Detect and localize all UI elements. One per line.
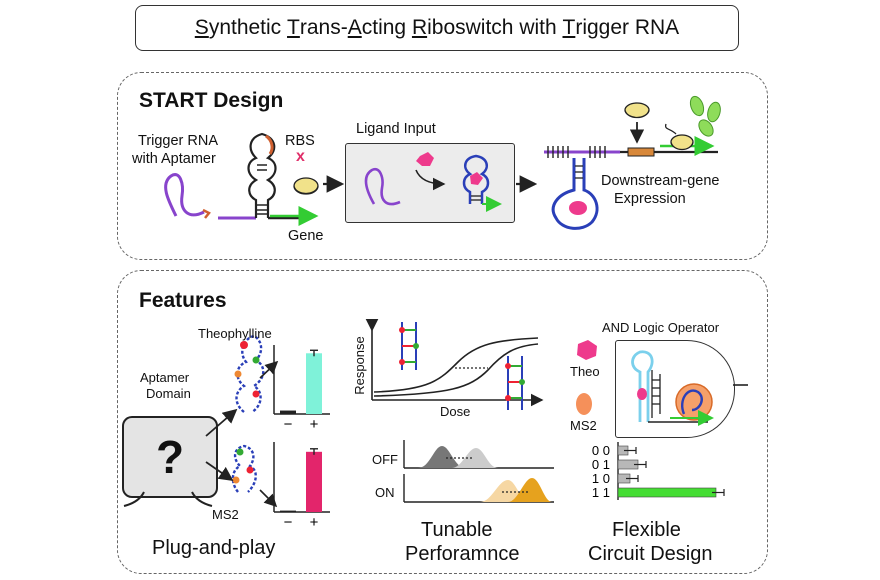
trigger-rna-label-1: Trigger RNA xyxy=(138,133,219,149)
bar xyxy=(617,487,717,498)
box-trigger-rna-icon xyxy=(364,167,401,206)
output-label-2: Expression xyxy=(614,191,686,207)
ms2-protein-icon xyxy=(576,393,592,415)
and-logic-heading: AND Logic Operator xyxy=(602,320,720,335)
response-axis-label: Response xyxy=(351,336,367,395)
bar xyxy=(280,410,296,414)
truth-row-label: 1 0 xyxy=(592,471,610,486)
truth-table-bar-chart: 0 00 11 01 1 xyxy=(592,442,725,500)
truth-row-label: 0 0 xyxy=(592,443,610,458)
stem-ladder-right-icon xyxy=(505,356,525,410)
title-part: iboswitch with xyxy=(427,16,563,39)
features-heading: Features xyxy=(139,289,227,312)
truth-row-label: 1 1 xyxy=(592,485,610,500)
aptamer-domain-label-1: Aptamer xyxy=(140,370,190,385)
title-part: ynthetic xyxy=(208,16,288,39)
trigger-rna-tail-icon xyxy=(202,208,211,219)
ribosome-icon xyxy=(293,177,319,195)
bar xyxy=(306,353,322,414)
gene-label: Gene xyxy=(288,228,324,244)
tick-label: + xyxy=(310,514,319,531)
ms2-aptamer-label: MS2 xyxy=(212,507,239,522)
tick-label: + xyxy=(310,416,319,433)
active-complex-icon xyxy=(544,136,718,230)
theo-label: Theo xyxy=(570,364,600,379)
bar xyxy=(306,451,322,512)
trigger-rna-icon xyxy=(164,173,205,217)
riboswitch-hairpin-icon xyxy=(218,132,319,226)
plug-and-play-caption: Plug-and-play xyxy=(152,537,276,559)
tick-label: − xyxy=(284,514,293,531)
theophylline-bar-chart: −+ xyxy=(273,345,330,433)
flexible-caption-1: Flexible xyxy=(612,519,681,541)
tick-label: − xyxy=(284,416,293,433)
title-part: rigger RNA xyxy=(575,16,680,39)
start-design-heading: START Design xyxy=(139,89,284,112)
output-label-1: Downstream-gene xyxy=(601,173,720,189)
ligand-input-label: Ligand Input xyxy=(356,121,436,137)
aptamer-domain-label-2: Domain xyxy=(146,386,191,401)
protein-product-icon xyxy=(689,95,721,137)
title-part: cting xyxy=(361,16,412,39)
dose-axis-label: Dose xyxy=(440,404,471,419)
and-gate-riboswitch-icon xyxy=(631,350,714,426)
dose-response-plot xyxy=(365,318,544,407)
bound-aptamer-icon xyxy=(462,154,502,212)
title-part: S xyxy=(194,16,209,39)
ms2-bar-chart: −+ xyxy=(273,442,330,531)
unknown-aptamer-box: ? xyxy=(122,416,218,498)
flexible-caption-2: Circuit Design xyxy=(588,543,713,565)
off-label: OFF xyxy=(372,452,398,467)
ribosome-translating-icon xyxy=(664,123,694,151)
rbs-label: RBS xyxy=(285,133,315,149)
tunable-caption-2: Perforamnce xyxy=(405,543,520,565)
title-part: T xyxy=(562,16,576,39)
ms2-aptamer-icon xyxy=(231,444,257,493)
title-part: R xyxy=(411,16,428,39)
off-distribution-plot xyxy=(403,440,554,469)
bar xyxy=(280,510,296,513)
on-distribution-plot xyxy=(403,474,554,503)
theophylline-aptamer-icon xyxy=(234,334,265,414)
truth-row-label: 0 1 xyxy=(592,457,610,472)
ms2-label: MS2 xyxy=(570,418,597,433)
rbs-block-mark: x xyxy=(296,148,305,165)
ribosome-top-icon xyxy=(624,102,650,144)
trigger-rna-label-2: with Aptamer xyxy=(132,151,216,167)
tunable-caption-1: Tunable xyxy=(421,519,493,541)
theophylline-label: Theophylline xyxy=(198,326,272,341)
title-part: T xyxy=(287,16,300,39)
title-part: rans- xyxy=(299,16,348,39)
stem-ladder-left-icon xyxy=(399,322,419,370)
theo-molecule-icon xyxy=(577,340,597,360)
on-label: ON xyxy=(375,485,395,500)
ligand-molecule-icon xyxy=(416,152,434,166)
title-part: A xyxy=(347,16,362,39)
